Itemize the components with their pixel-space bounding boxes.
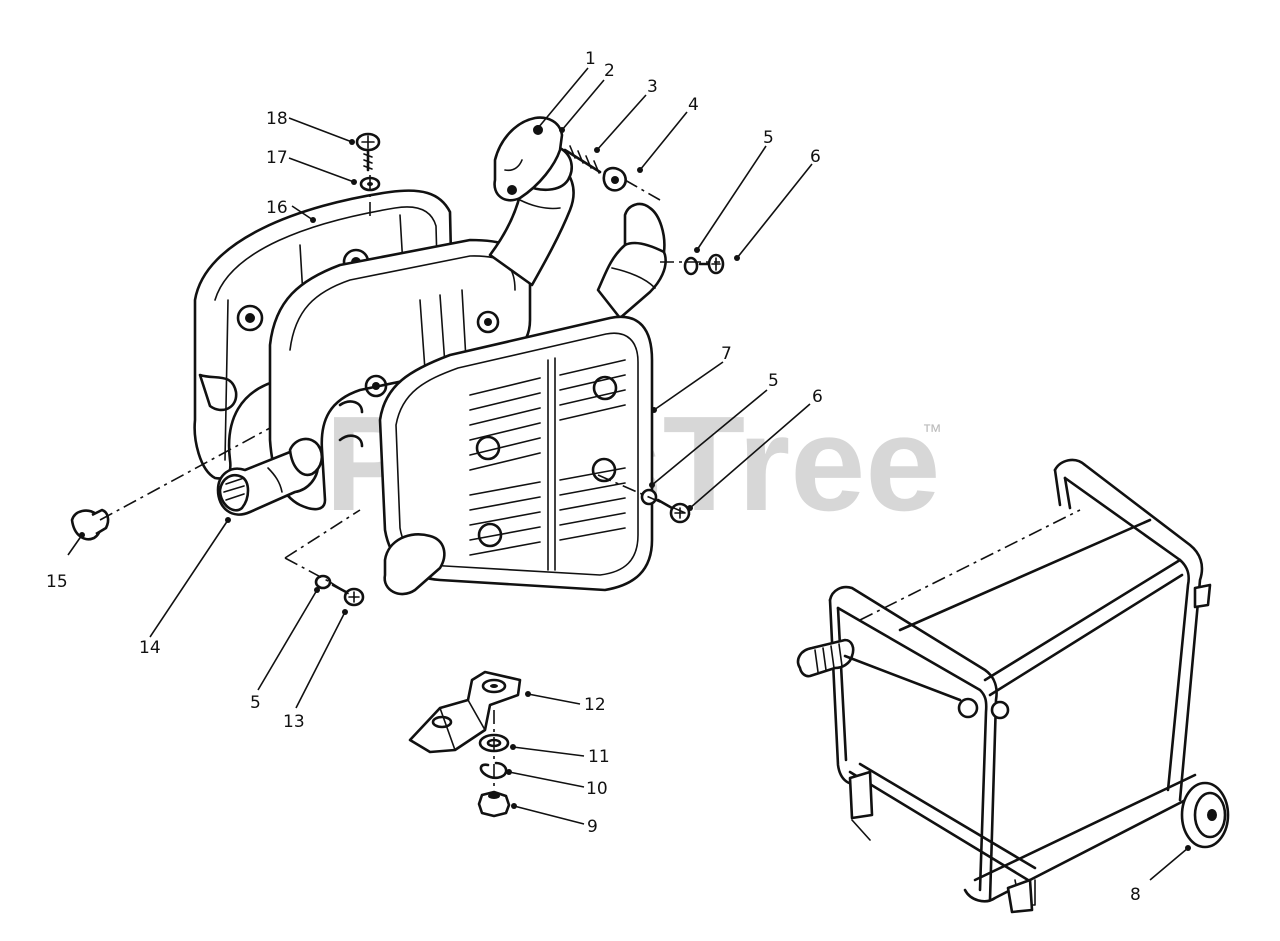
callout-16: 16 [266, 198, 288, 218]
callout-13: 13 [283, 712, 305, 732]
callout-14: 14 [139, 638, 161, 658]
callout-5-top: 5 [763, 128, 774, 148]
callout-15: 15 [46, 572, 68, 592]
wheel [1180, 781, 1230, 849]
leader-lines [67, 67, 1189, 881]
callout-2: 2 [604, 61, 615, 81]
callout-1: 1 [585, 49, 596, 69]
mounting-bracket [408, 670, 522, 754]
callout-5-bottom: 5 [250, 693, 261, 713]
callout-9: 9 [587, 817, 598, 837]
callout-6-top: 6 [810, 147, 821, 167]
callout-7: 7 [721, 344, 732, 364]
callout-labels: 1 2 3 4 5 6 18 17 16 7 5 6 15 14 5 13 12… [46, 49, 1141, 905]
hex-nut [477, 790, 511, 818]
callout-4: 4 [688, 95, 699, 115]
drain-plug [70, 508, 110, 541]
callout-17: 17 [266, 148, 288, 168]
muffler-front-cover [378, 315, 654, 596]
callout-6-mid: 6 [812, 387, 823, 407]
outlet-elbow [596, 202, 667, 320]
callout-8: 8 [1130, 885, 1141, 905]
callout-18: 18 [266, 109, 288, 129]
callout-11: 11 [588, 747, 610, 767]
watermark-trademark: ™ [922, 421, 942, 443]
callout-10: 10 [586, 779, 608, 799]
tubular-frame [796, 458, 1212, 914]
lock-washer [479, 761, 508, 780]
callout-5-mid: 5 [768, 371, 779, 391]
center-lines [99, 175, 1081, 790]
callout-12: 12 [584, 695, 606, 715]
callout-3: 3 [647, 77, 658, 97]
stud-and-nut [563, 145, 627, 192]
leader-dots [79, 125, 1191, 851]
spark-arrestor [216, 437, 324, 516]
